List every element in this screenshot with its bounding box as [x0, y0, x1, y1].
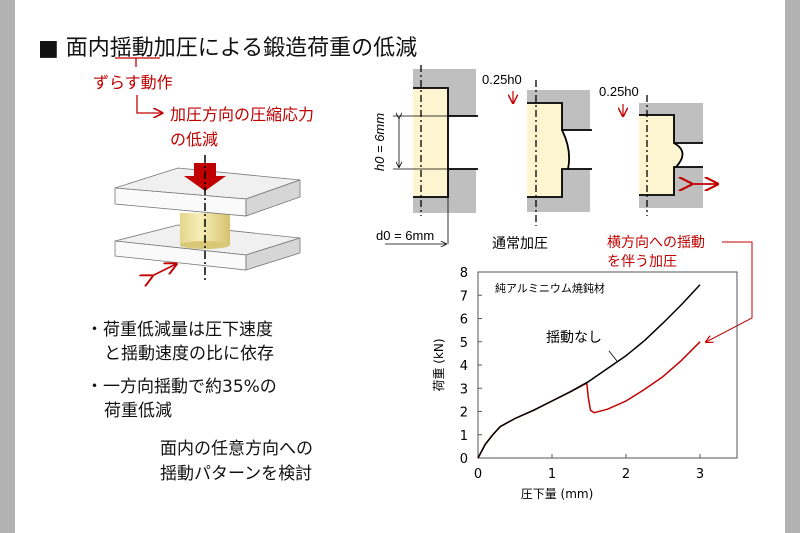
slide-right-border — [785, 0, 800, 533]
x-tick-label: 3 — [696, 467, 704, 482]
no-oscillation-leader — [608, 350, 618, 362]
h0-label: h0 = 6mm — [372, 113, 387, 171]
slide-title: ■ 面内揺動加圧による鍛造荷重の低減 — [38, 30, 417, 62]
y-tick-label: 6 — [460, 313, 468, 328]
die-panel-initial — [385, 65, 478, 244]
plot-frame — [477, 271, 738, 459]
load-stroke-chart: 0 1 2 3 4 5 6 7 8 0 1 2 3 純アルミニウム焼鈍材 揺動なし 荷重 (kN) 圧… — [432, 266, 738, 501]
die-panel-oscillation — [623, 95, 717, 216]
y-axis-label: 荷重 (kN) — [432, 338, 446, 391]
y-tick-label: 3 — [460, 382, 468, 397]
bullet-2-line2: 荷重低減 — [104, 401, 172, 421]
slide-left-border — [0, 0, 15, 533]
press-illustration — [114, 155, 301, 280]
series-line-no-oscillation — [477, 284, 701, 459]
caption-oscillation-2: を伴う加圧 — [607, 254, 677, 270]
stroke-label-oscillation: 0.25h0 — [599, 84, 639, 99]
bullet-1-line2: と揺動速度の比に依存 — [104, 344, 274, 364]
die-panel-normal — [513, 80, 592, 226]
caption-leader-line — [706, 241, 753, 342]
title-part: ■ 面内 — [38, 36, 110, 61]
x-axis-label: 圧下量 (mm) — [521, 487, 594, 501]
followup-line1: 面内の任意方向への — [160, 439, 313, 459]
title-highlight: 揺動 — [109, 36, 154, 61]
x-tick-label: 2 — [622, 467, 630, 482]
d0-label: d0 = 6mm — [376, 228, 434, 243]
y-tick-label: 0 — [460, 452, 468, 467]
bullet-2-line1: ・一方向揺動で約35%の — [86, 377, 277, 397]
y-tick-label: 1 — [460, 429, 468, 444]
annotation-stress-1: 加圧方向の圧縮応力 — [170, 105, 315, 124]
annotation-shift: ずらす動作 — [93, 73, 173, 92]
title-connector — [115, 57, 162, 113]
bullet-1-line1: ・荷重低減量は圧下速度 — [86, 320, 273, 340]
x-tick-label: 0 — [474, 467, 482, 482]
annotation-stress-2: の低減 — [170, 130, 219, 149]
caption-oscillation-1: 横方向への揺動 — [607, 235, 705, 251]
no-oscillation-label: 揺動なし — [546, 330, 602, 346]
title-part: 加圧による鍛造荷重の低減 — [153, 36, 418, 61]
y-tick-label: 5 — [460, 336, 468, 351]
y-tick-label: 8 — [460, 266, 468, 281]
stroke-label-normal: 0.25h0 — [482, 72, 522, 87]
followup-line2: 揺動パターンを検討 — [160, 464, 313, 484]
oscillation-arrow-icon — [152, 264, 176, 276]
x-tick-label: 1 — [548, 467, 556, 482]
y-tick-label: 7 — [460, 289, 468, 304]
y-tick-label: 4 — [460, 359, 468, 374]
y-tick-label: 2 — [460, 406, 468, 421]
material-label: 純アルミニウム焼鈍材 — [495, 281, 605, 295]
series-line-oscillation — [477, 341, 701, 459]
caption-normal-pressing: 通常加圧 — [492, 236, 548, 252]
